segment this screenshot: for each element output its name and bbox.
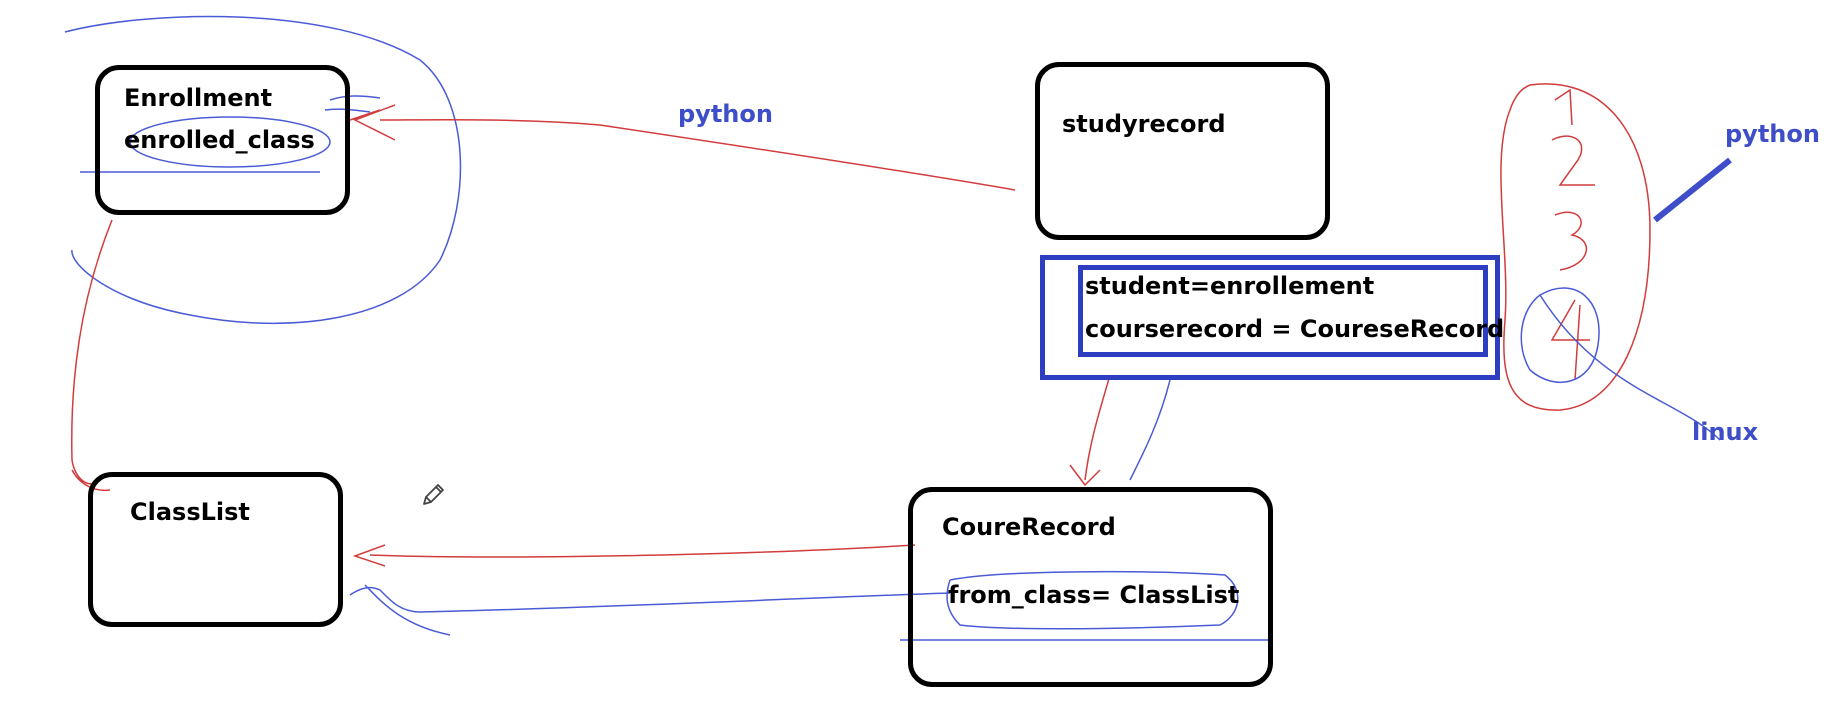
entity-courerecord[interactable] — [908, 487, 1273, 687]
studyrecord-field-courserecord: courserecord = CoureseRecord — [1085, 315, 1505, 343]
annotation-linux: linux — [1692, 418, 1759, 446]
blue-ellipse-from-class — [946, 570, 1239, 630]
red-line-enrollment-classlist — [71, 219, 113, 492]
blue-line-fromclass-classlist — [349, 584, 951, 636]
entity-courerecord-field: from_class= ClassList — [948, 581, 1240, 609]
entity-enrollment-field: enrolled_class — [124, 126, 315, 154]
entity-classlist-title: ClassList — [130, 498, 250, 526]
blue-circle-enrollment — [64, 15, 462, 325]
annotation-python-right: python — [1725, 120, 1820, 148]
entity-classlist[interactable] — [88, 472, 343, 627]
red-arrowhead-enrollment — [349, 104, 396, 141]
entity-enrollment-title: Enrollment — [124, 84, 273, 112]
scribble-number-1 — [1554, 88, 1573, 126]
annotation-python-top: python — [678, 100, 773, 128]
studyrecord-fields-inner — [1078, 265, 1488, 357]
studyrecord-fields-outer — [1040, 255, 1500, 380]
red-line-studyrecord-enrollment — [379, 118, 1016, 191]
red-oval-numbers — [1500, 83, 1651, 411]
blue-ellipse-enrolled-class — [129, 116, 331, 168]
studyrecord-field-student: student=enrollement — [1085, 272, 1375, 300]
entity-studyrecord-title: studyrecord — [1062, 110, 1226, 138]
entity-courerecord-title: CoureRecord — [942, 513, 1116, 541]
scribble-number-4 — [1550, 299, 1590, 381]
red-line-fields-courerecord — [1069, 374, 1111, 487]
pencil-icon — [423, 484, 444, 505]
scribble-number-2 — [1551, 135, 1595, 186]
entity-enrollment[interactable] — [95, 65, 350, 215]
red-line-courerecord-classlist — [352, 544, 916, 567]
entity-studyrecord[interactable] — [1035, 62, 1330, 240]
blue-stroke-python — [1653, 157, 1732, 223]
blue-circle-number-4 — [1520, 287, 1721, 441]
blue-line-fields-courerecord — [1129, 379, 1171, 481]
scribble-number-3 — [1554, 211, 1588, 271]
